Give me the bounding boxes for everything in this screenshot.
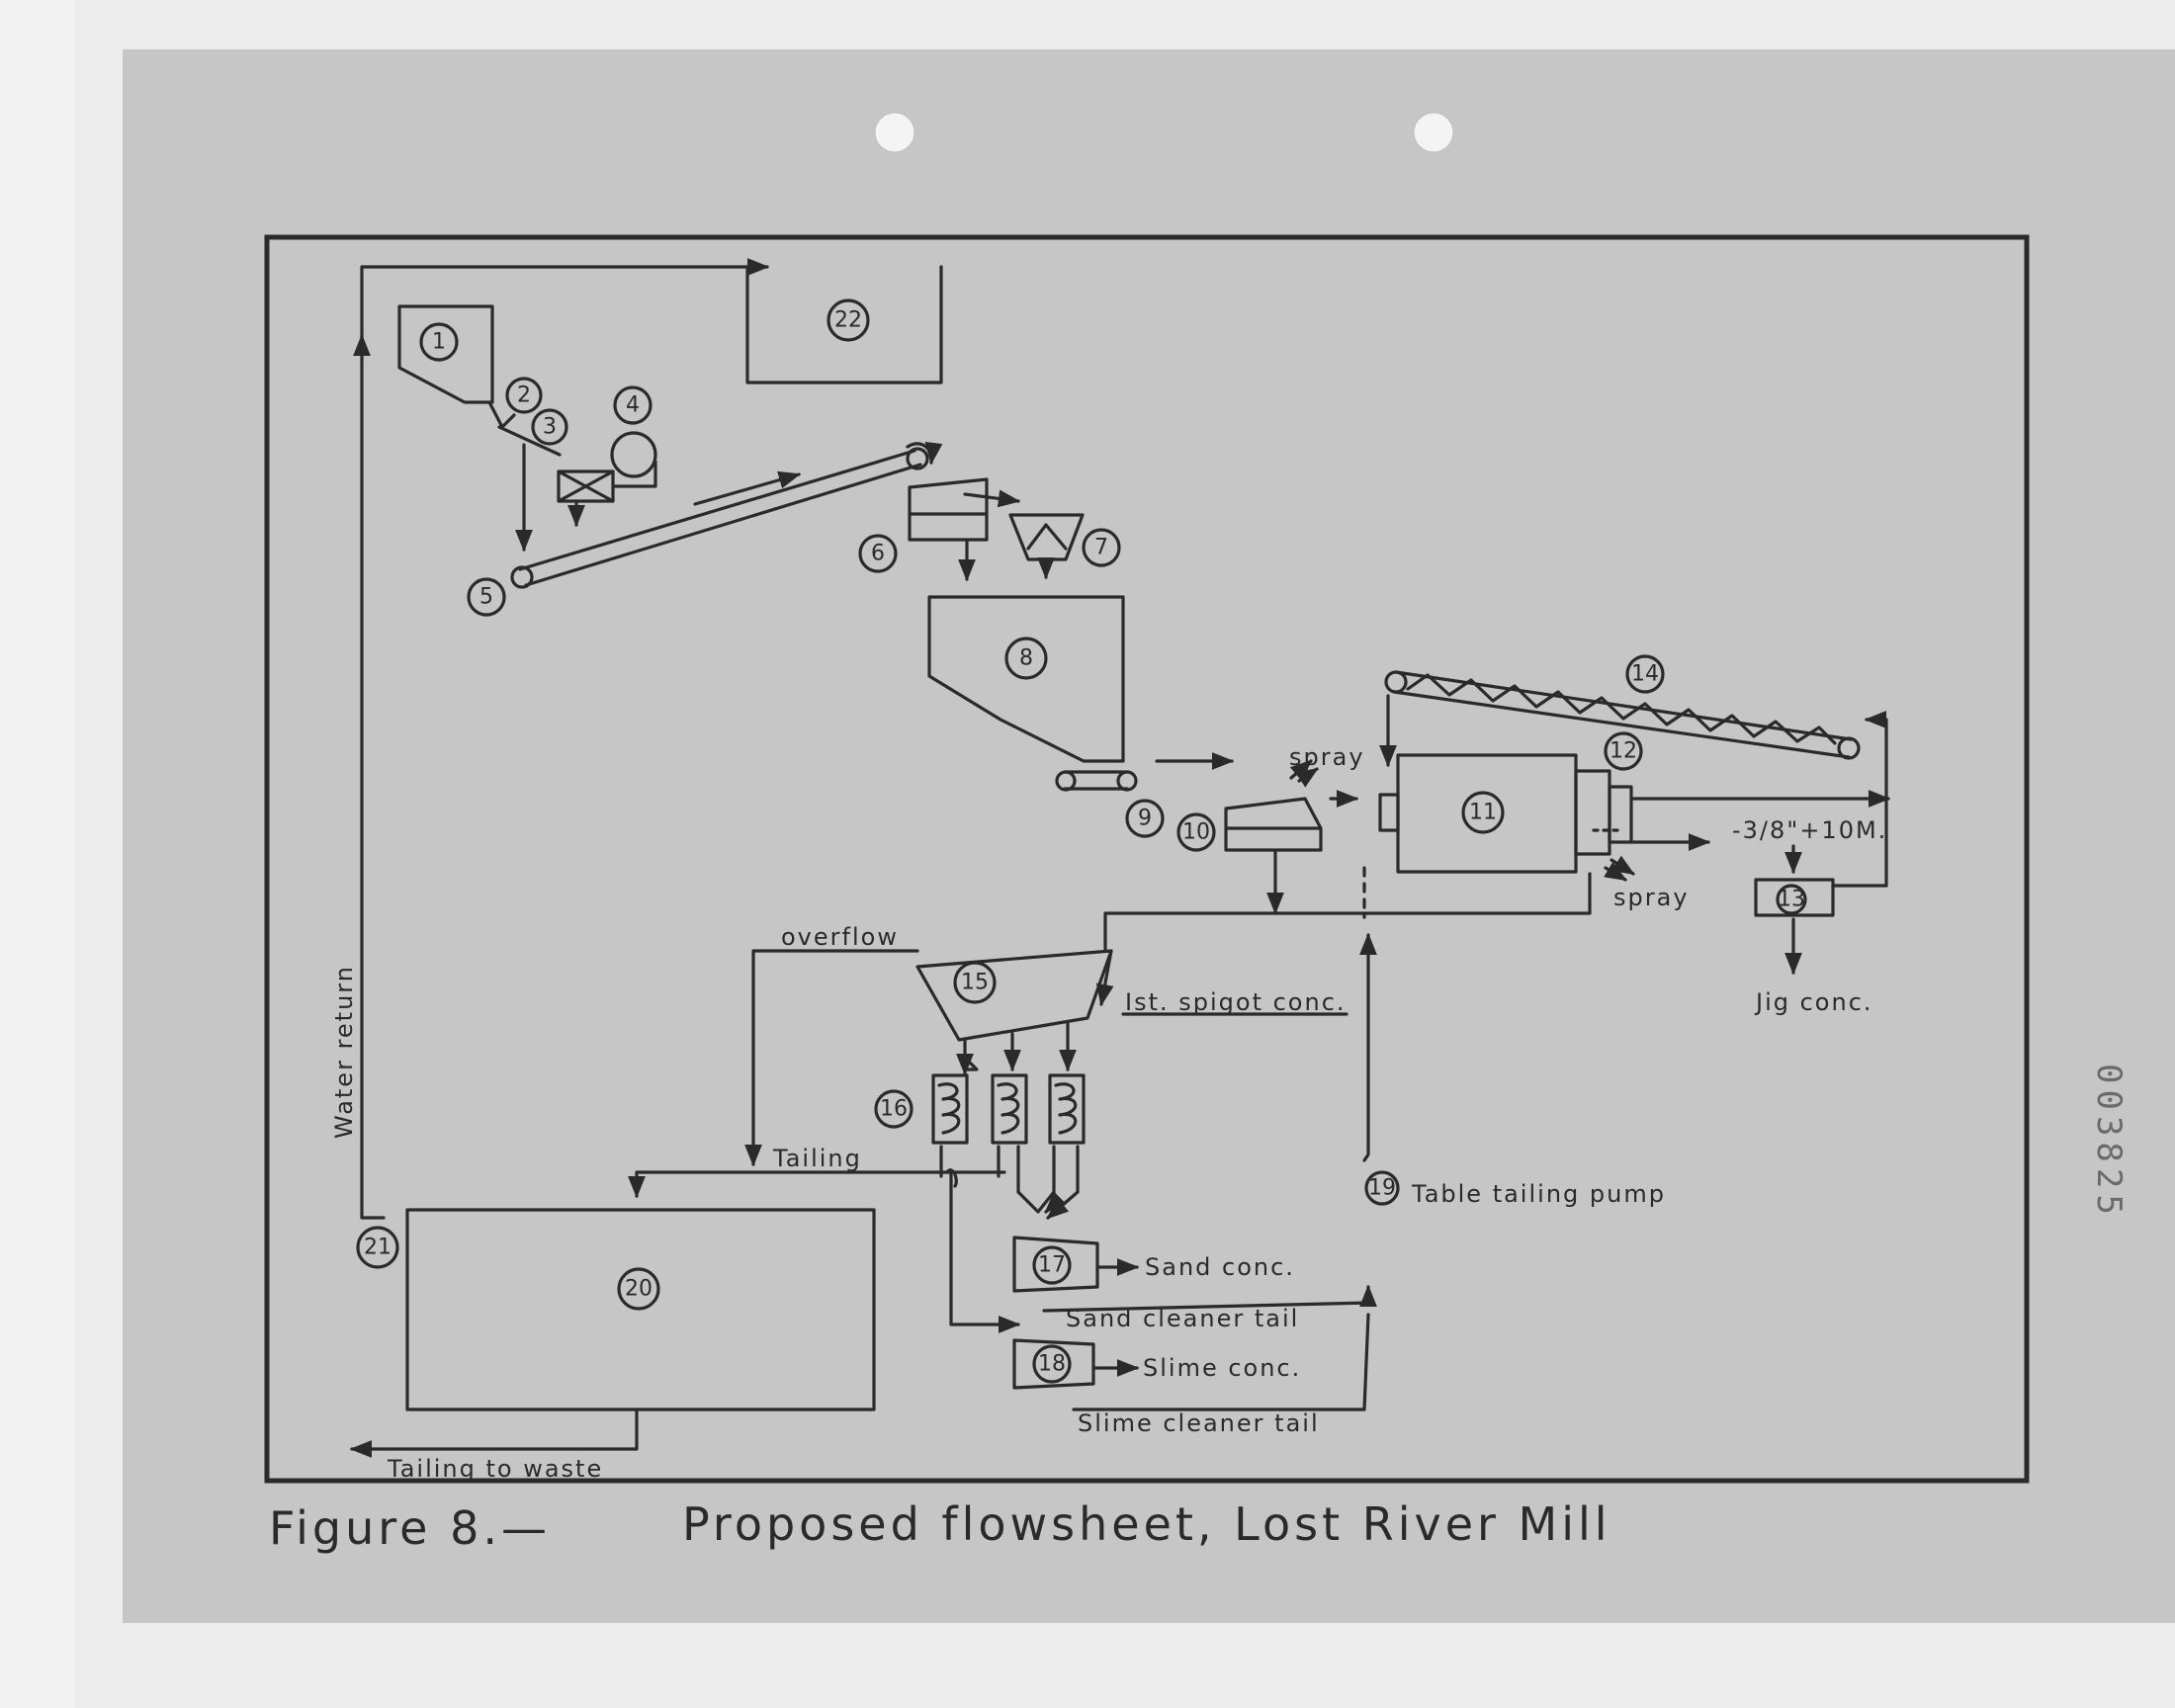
unit-14: 14 (1631, 662, 1659, 687)
unit-18: 18 (1038, 1352, 1066, 1377)
sand-conc-label: Sand conc. (1145, 1253, 1295, 1281)
jig (1754, 844, 1888, 976)
archive-stamp: 003825 (2089, 1064, 2129, 1221)
slime-cleaner-tail-line (1072, 1313, 1370, 1411)
ore-bin (397, 304, 494, 404)
slime-cleaner-table (1012, 1338, 1140, 1390)
vibrating-screen-6 (908, 477, 1021, 582)
jig-conc-label: Jig conc. (1754, 988, 1873, 1016)
unit-21: 21 (364, 1236, 392, 1260)
punch-hole-left (874, 112, 915, 153)
mill-discharge-line (1103, 872, 1592, 951)
unit-22: 22 (834, 308, 862, 333)
tailing-line (628, 1168, 1021, 1333)
unit-6: 6 (871, 542, 885, 566)
unit-1: 1 (432, 330, 446, 355)
spray-label-1: spray (1289, 743, 1365, 771)
water-return-line: Water return (330, 258, 770, 1220)
belt-conveyor-5 (510, 441, 943, 589)
jaw-crusher (557, 431, 657, 528)
tailing-to-waste-label: Tailing to waste (387, 1455, 603, 1483)
water-return-label: Water return (330, 965, 358, 1139)
unit-4: 4 (626, 393, 640, 418)
unit-20: 20 (625, 1277, 652, 1302)
unit-9: 9 (1138, 807, 1152, 831)
figure-number: Figure 8.— (269, 1501, 551, 1555)
belt-feeder-9 (1055, 752, 1235, 792)
unit-17: 17 (1038, 1253, 1066, 1278)
unit-10: 10 (1182, 820, 1210, 845)
diagram-frame (264, 234, 2030, 1484)
overflow-label: overflow (781, 923, 899, 951)
figure-title: Proposed flowsheet, Lost River Mill (682, 1497, 1611, 1551)
unit-7: 7 (1094, 536, 1108, 560)
unit-13: 13 (1778, 888, 1805, 912)
sand-cleaner-tail-line (1042, 1284, 1377, 1313)
unit-5: 5 (479, 585, 493, 610)
fine-ore-bin (927, 595, 1125, 763)
water-tank (745, 265, 943, 384)
unit-11: 11 (1469, 801, 1497, 825)
spigot-conc-label: Ist. spigot conc. (1125, 988, 1347, 1016)
slime-conc-label: Slime conc. (1143, 1354, 1301, 1382)
screw-conveyor-14 (1379, 670, 1888, 888)
unit-labels: 1 2 3 4 5 6 7 8 9 10 11 12 13 14 15 16 1… (356, 299, 1807, 1384)
unit-2: 2 (517, 384, 531, 408)
hydraulic-classifier (744, 949, 1114, 1167)
slime-cleaner-tail-label: Slime cleaner tail (1078, 1409, 1320, 1437)
table-tailing-pump-line (1359, 866, 1377, 1162)
screen-10 (1224, 759, 1359, 915)
punch-hole-right (1413, 112, 1454, 153)
unit-3: 3 (543, 415, 557, 440)
tailing-to-waste-line (349, 1409, 639, 1458)
cone-crusher-7 (1008, 513, 1085, 580)
tailing-pond (405, 1208, 876, 1411)
concentrating-tables (931, 1073, 1086, 1218)
unit-12: 12 (1610, 739, 1637, 764)
grizzly (497, 425, 562, 457)
unit-15: 15 (961, 971, 989, 995)
unit-16: 16 (880, 1097, 908, 1122)
tailing-label: Tailing (772, 1145, 862, 1172)
unit-19: 19 (1368, 1176, 1396, 1201)
unit-8: 8 (1019, 646, 1033, 671)
screen-size-label: -3/8"+10M. (1732, 816, 1887, 844)
spray-label-2: spray (1613, 884, 1690, 911)
rod-mill (1378, 753, 1891, 882)
sand-cleaner-table (1012, 1236, 1140, 1293)
table-tailing-pump-label: Table tailing pump (1411, 1180, 1666, 1208)
